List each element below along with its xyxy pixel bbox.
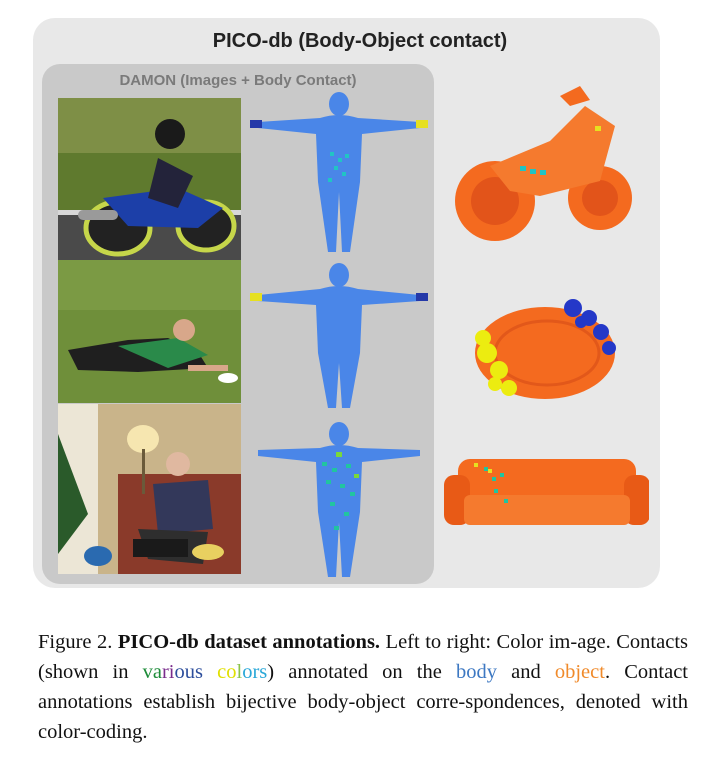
motorcycle-mesh-icon: [450, 86, 640, 251]
caption-text: . Contact annotations establish bijectiv…: [38, 661, 688, 743]
body-mesh-icon: [250, 92, 428, 257]
caption-bold-title: PICO-db dataset annotations.: [117, 631, 381, 653]
caption-text: ) annotated on the: [267, 661, 456, 683]
man-on-sofa-photo: [58, 404, 241, 574]
caption-label: Figure 2.: [38, 631, 113, 653]
frisbee-mesh-icon: [465, 298, 625, 408]
figure-caption: Figure 2. PICO-db dataset annotations. L…: [38, 627, 688, 747]
caption-text: Left to right: Color im-age. Contacts (s…: [38, 631, 689, 683]
caption-text: and: [496, 661, 555, 683]
body-mesh-icon: [250, 263, 428, 413]
various-word-part: ous: [174, 661, 203, 683]
motorcycle-rider-photo: [58, 98, 241, 260]
various-word-part: ri: [161, 661, 175, 683]
caption-space: [203, 661, 217, 683]
colors-word-part: co: [217, 661, 237, 683]
caption-object-word: object: [554, 661, 605, 683]
various-word-part: va: [142, 661, 162, 683]
body-mesh-icon: [250, 422, 428, 582]
caption-body-word: body: [455, 661, 497, 683]
sofa-mesh-icon: [444, 455, 649, 535]
pico-db-title: PICO-db (Body-Object contact): [212, 30, 508, 52]
damon-title: DAMON (Images + Body Contact): [119, 72, 357, 89]
colors-word-part: ors: [242, 661, 268, 683]
colors-word-part: l: [236, 661, 243, 683]
frisbee-diver-photo: [58, 260, 241, 403]
